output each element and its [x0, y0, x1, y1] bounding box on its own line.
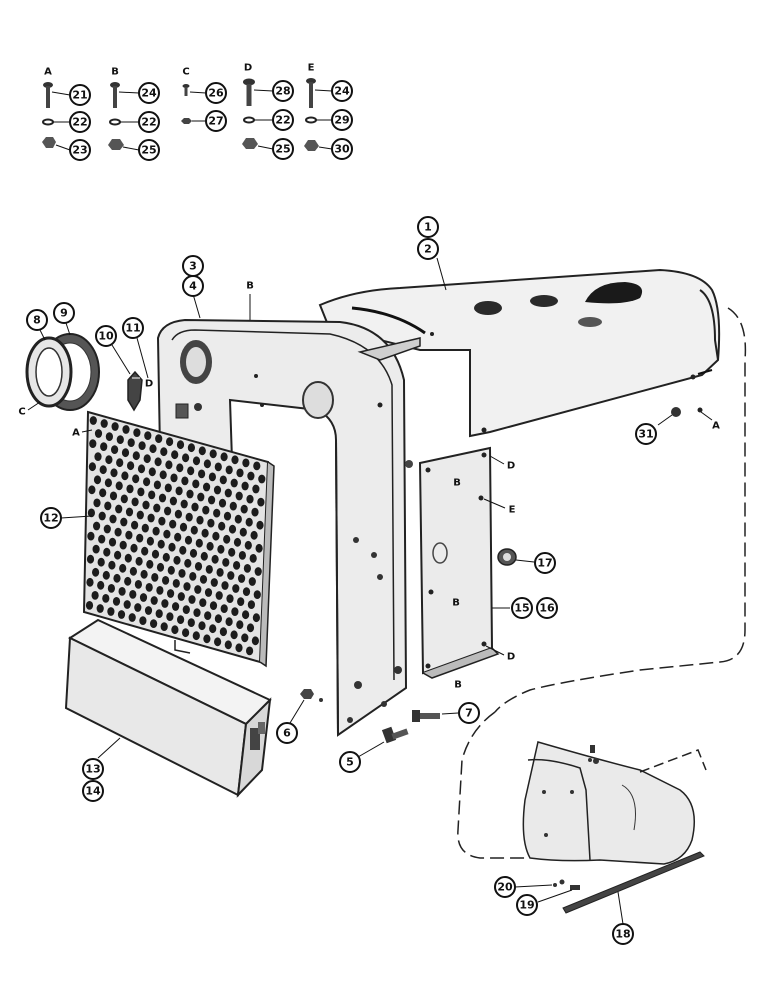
- bolt-icon: [110, 82, 120, 108]
- callout-7: 7: [465, 707, 473, 720]
- air-inlet-opening: [585, 282, 643, 304]
- nut-icon: [42, 137, 56, 148]
- mounting-clip: [175, 403, 189, 419]
- callout-1: 1: [424, 221, 432, 234]
- emblem: [95, 370, 202, 422]
- callout-21: 21: [72, 89, 87, 102]
- hood-opening: [530, 295, 558, 307]
- washer-icon: [109, 118, 121, 126]
- key-letter-a: A: [44, 67, 52, 78]
- washer-icon: [243, 116, 255, 124]
- callout-25: 25: [141, 144, 156, 157]
- letter-b: B: [453, 478, 461, 489]
- key-letter-d: D: [244, 63, 252, 74]
- callout-22: 22: [141, 116, 156, 129]
- callout-26: 26: [208, 87, 224, 100]
- callout-11: 11: [125, 322, 140, 335]
- grommet: [671, 407, 681, 417]
- callout-5: 5: [346, 756, 354, 769]
- callout-25: 25: [275, 143, 290, 156]
- callout-24: 24: [334, 85, 350, 98]
- fastener-column-d: D 28 22 25: [242, 63, 294, 160]
- nut-icon: [181, 118, 192, 124]
- callout-14: 14: [85, 785, 101, 798]
- letter-b: B: [246, 281, 254, 292]
- callout-20: 20: [497, 881, 513, 894]
- callout-29: 29: [334, 114, 349, 127]
- bolt-icon: [243, 78, 255, 106]
- callout-10: 10: [98, 330, 114, 343]
- screw-icon: [590, 745, 595, 753]
- callout-2: 2: [424, 243, 432, 256]
- fastener-column-c: C 26 27: [181, 67, 227, 132]
- hood-opening: [474, 301, 502, 315]
- bolt-icon: [306, 78, 316, 108]
- callout-28: 28: [275, 85, 290, 98]
- callout-6: 6: [283, 727, 291, 740]
- shell-opening: [186, 347, 206, 377]
- ring-assembly: [25, 333, 100, 411]
- callout-30: 30: [334, 143, 350, 156]
- callout-3: 3: [189, 260, 197, 273]
- callout-23: 23: [72, 144, 87, 157]
- letter-c: C: [18, 407, 25, 418]
- letter-d: D: [145, 379, 153, 390]
- callout-19: 19: [519, 899, 534, 912]
- fastener-column-e: E 24 29 30: [304, 63, 353, 160]
- nut-icon: [300, 689, 314, 699]
- bolt-5: [381, 726, 409, 744]
- washer-icon: [42, 118, 54, 126]
- callout-27: 27: [208, 115, 223, 128]
- rod: [562, 851, 705, 914]
- callout-24: 24: [141, 87, 157, 100]
- clip: [570, 885, 580, 890]
- bolt-7: [412, 710, 440, 722]
- callout-17: 17: [537, 557, 552, 570]
- radiator-shell: [156, 318, 421, 737]
- callout-13: 13: [85, 763, 100, 776]
- shell-opening: [302, 381, 334, 419]
- washer-icon: [305, 116, 317, 124]
- inset-view: [457, 711, 707, 914]
- callout-31: 31: [638, 428, 653, 441]
- nut-icon: [242, 138, 258, 149]
- letter-b: B: [454, 680, 462, 691]
- fastener-key: A 21 22 23 B: [42, 63, 353, 161]
- letter-e: E: [509, 505, 516, 516]
- key-letter-c: C: [182, 67, 189, 78]
- hood: [318, 268, 747, 713]
- callout-9: 9: [60, 307, 68, 320]
- callout-18: 18: [615, 928, 630, 941]
- fastener-column-b: B 24 22 25: [108, 67, 160, 161]
- callout-22: 22: [72, 116, 87, 129]
- screw-icon: [182, 84, 190, 96]
- hood-opening: [578, 317, 602, 327]
- letter-a: A: [72, 428, 80, 439]
- side-panel: [405, 446, 500, 679]
- letter-d: D: [507, 461, 515, 472]
- letter-a: A: [712, 421, 720, 432]
- nut-icon: [304, 140, 319, 151]
- fastener-dot: [588, 758, 592, 762]
- letter-d: D: [507, 652, 515, 663]
- letter-b: B: [452, 598, 460, 609]
- callout-4: 4: [189, 280, 197, 293]
- callout-15: 15: [514, 602, 529, 615]
- key-letter-e: E: [308, 63, 315, 74]
- key-letter-b: B: [111, 67, 119, 78]
- fastener-column-a: A 21 22 23: [42, 67, 91, 161]
- emblem-figure: [127, 370, 143, 412]
- callout-22: 22: [275, 114, 290, 127]
- callout-12: 12: [43, 512, 58, 525]
- grommet-17: [497, 548, 517, 566]
- grille-perforations: [85, 416, 266, 656]
- lower-filler-box: [64, 618, 272, 798]
- mounting-bracket: [250, 728, 260, 750]
- nut-icon: [108, 139, 124, 150]
- grille: [82, 410, 275, 668]
- callout-8: 8: [33, 314, 41, 327]
- callout-16: 16: [539, 602, 555, 615]
- bolt-icon: [43, 82, 53, 108]
